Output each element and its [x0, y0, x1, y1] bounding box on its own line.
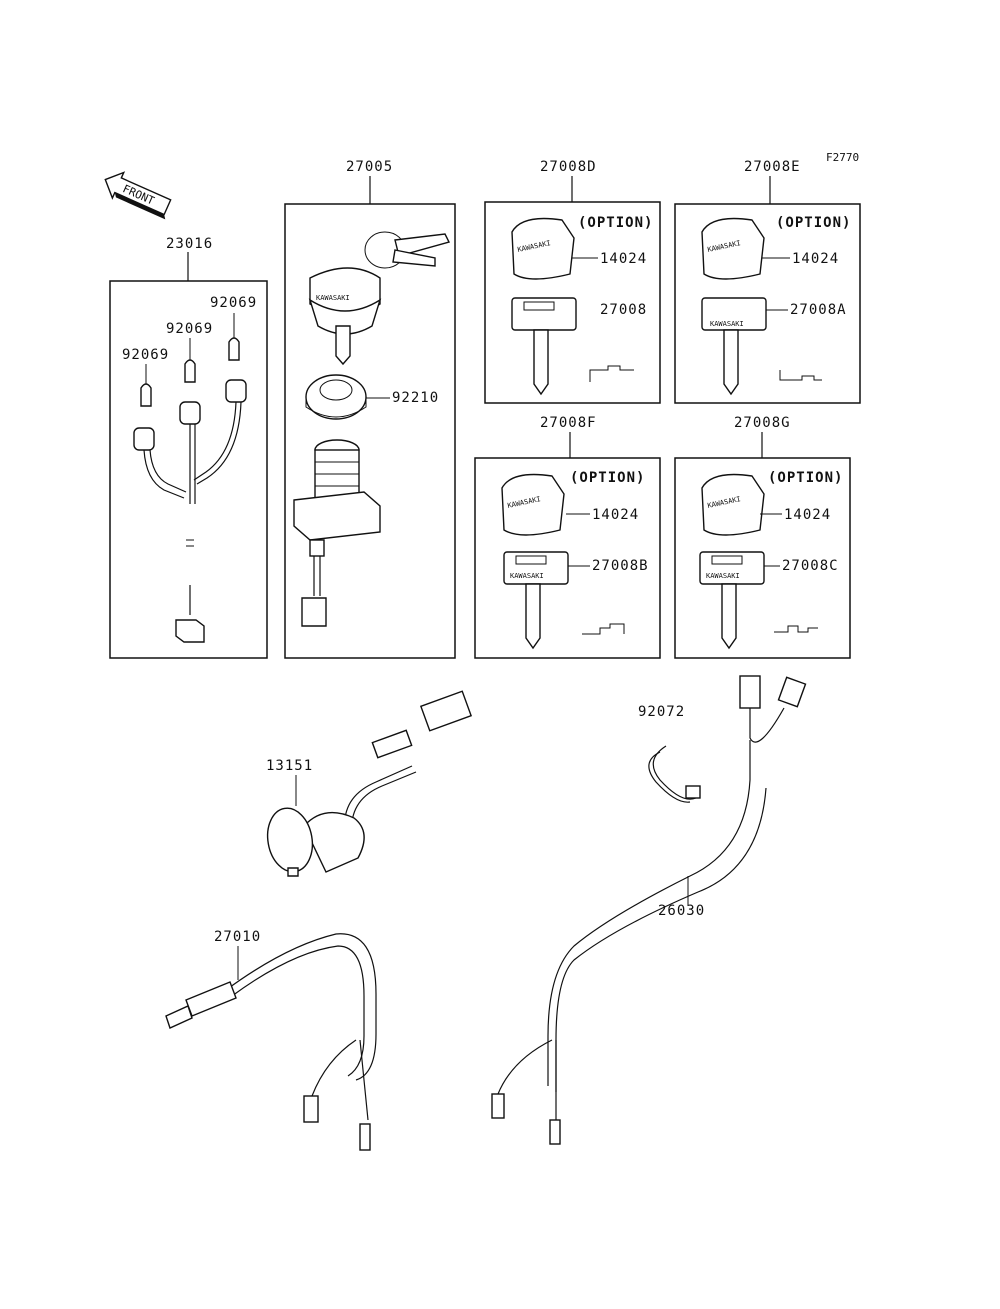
- box-27005: [284, 203, 456, 659]
- label-27008E: 27008E: [744, 159, 801, 175]
- nut-icon: [305, 374, 367, 420]
- ignition-switch-icon: [293, 439, 381, 627]
- label-14024-e: 14024: [792, 251, 839, 267]
- front-arrow-icon: FRONT: [104, 171, 172, 220]
- key-head-icon: KAWASAKI: [701, 473, 765, 536]
- label-27008G: 27008G: [734, 415, 791, 431]
- label-14024-f: 14024: [592, 507, 639, 523]
- key-head-icon: KAWASAKI: [511, 217, 575, 280]
- box-27008E: [674, 203, 861, 404]
- box-27008G: [674, 457, 851, 659]
- box-23016: [109, 280, 268, 659]
- wiring-harness-26030: [491, 675, 807, 1145]
- key-blank-icon: KAWASAKI: [699, 551, 765, 650]
- label-27008B: 27008B: [592, 558, 649, 574]
- option-27008D: (OPTION): [578, 215, 653, 231]
- label-27008: 27008: [600, 302, 647, 318]
- label-13151: 13151: [266, 758, 313, 774]
- svg-text:KAWASAKI: KAWASAKI: [510, 572, 544, 580]
- box-27008F: [474, 457, 661, 659]
- bulb-icon: [140, 337, 240, 407]
- cable-tie-icon: [648, 745, 701, 803]
- label-27008F: 27008F: [540, 415, 597, 431]
- label-92069-c: 92069: [210, 295, 257, 311]
- option-27008E: (OPTION): [776, 215, 851, 231]
- label-14024-g: 14024: [784, 507, 831, 523]
- key-blank-icon: KAWASAKI: [503, 551, 569, 650]
- power-socket-icon: [266, 690, 473, 877]
- key-blank-icon: KAWASAKI: [701, 297, 767, 396]
- ignition-key-icon: KAWASAKI: [308, 231, 451, 366]
- svg-text:KAWASAKI: KAWASAKI: [706, 572, 740, 580]
- key-head-icon: KAWASAKI: [501, 473, 565, 536]
- label-27010: 27010: [214, 929, 261, 945]
- label-27005: 27005: [346, 159, 393, 175]
- label-27008A: 27008A: [790, 302, 847, 318]
- label-27008C: 27008C: [782, 558, 839, 574]
- option-27008F: (OPTION): [570, 470, 645, 486]
- label-92210: 92210: [392, 390, 439, 406]
- label-14024-d: 14024: [600, 251, 647, 267]
- key-head-icon: KAWASAKI: [701, 217, 765, 280]
- figure-code: F2770: [826, 151, 859, 164]
- svg-text:KAWASAKI: KAWASAKI: [710, 320, 744, 328]
- label-92069-a: 92069: [122, 347, 169, 363]
- key-marking: KAWASAKI: [316, 294, 350, 302]
- option-27008G: (OPTION): [768, 470, 843, 486]
- key-blank-icon: [511, 297, 577, 396]
- box-27008D: [484, 201, 661, 404]
- neutral-switch-27010: [165, 933, 377, 1151]
- socket-harness: [133, 379, 247, 643]
- label-92069-b: 92069: [166, 321, 213, 337]
- label-92072: 92072: [638, 704, 685, 720]
- label-26030: 26030: [658, 903, 705, 919]
- label-27008D: 27008D: [540, 159, 597, 175]
- label-23016: 23016: [166, 236, 213, 252]
